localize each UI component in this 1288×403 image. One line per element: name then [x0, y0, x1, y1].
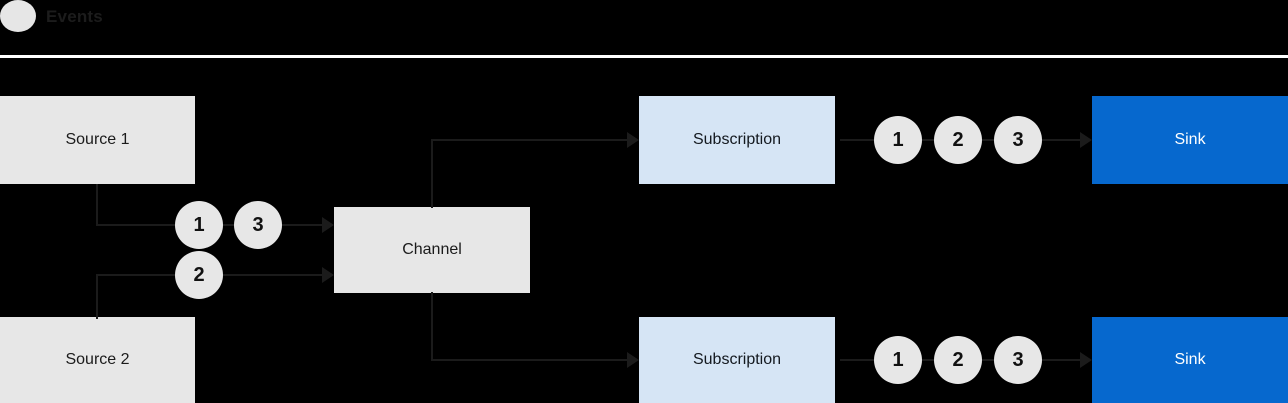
- arrowhead-channel-to-subscription1: [627, 132, 639, 148]
- event-token: 3: [994, 116, 1042, 164]
- events-legend-icon: [0, 0, 36, 32]
- arrowhead-source1-to-channel: [322, 217, 334, 233]
- edge-channel-up: [431, 139, 433, 208]
- edge-channel-down: [431, 292, 433, 361]
- arrowhead-source2-to-channel: [322, 267, 334, 283]
- edge-channel-to-subscription1: [431, 139, 627, 141]
- node-source-1[interactable]: Source 1: [0, 96, 195, 184]
- arrowhead-channel-to-subscription2: [627, 352, 639, 368]
- node-subscription-2[interactable]: Subscription: [639, 317, 835, 403]
- arrowhead-subscription1-to-sink1: [1080, 132, 1092, 148]
- event-token: 2: [175, 251, 223, 299]
- node-subscription-1[interactable]: Subscription: [639, 96, 835, 184]
- event-token: 1: [874, 336, 922, 384]
- event-token: 2: [934, 336, 982, 384]
- event-token: 3: [234, 201, 282, 249]
- node-source-2[interactable]: Source 2: [0, 317, 195, 403]
- event-token: 2: [934, 116, 982, 164]
- node-sink-1[interactable]: Sink: [1092, 96, 1288, 184]
- edge-source1-drop: [96, 184, 98, 226]
- event-token: 1: [874, 116, 922, 164]
- node-channel[interactable]: Channel: [334, 207, 530, 293]
- node-sink-2[interactable]: Sink: [1092, 317, 1288, 403]
- edge-channel-to-subscription2: [431, 359, 627, 361]
- event-token: 3: [994, 336, 1042, 384]
- events-legend-label: Events: [46, 7, 103, 26]
- arrowhead-subscription2-to-sink2: [1080, 352, 1092, 368]
- edge-source2-rise: [96, 274, 98, 319]
- header-divider: [0, 55, 1288, 58]
- event-token: 1: [175, 201, 223, 249]
